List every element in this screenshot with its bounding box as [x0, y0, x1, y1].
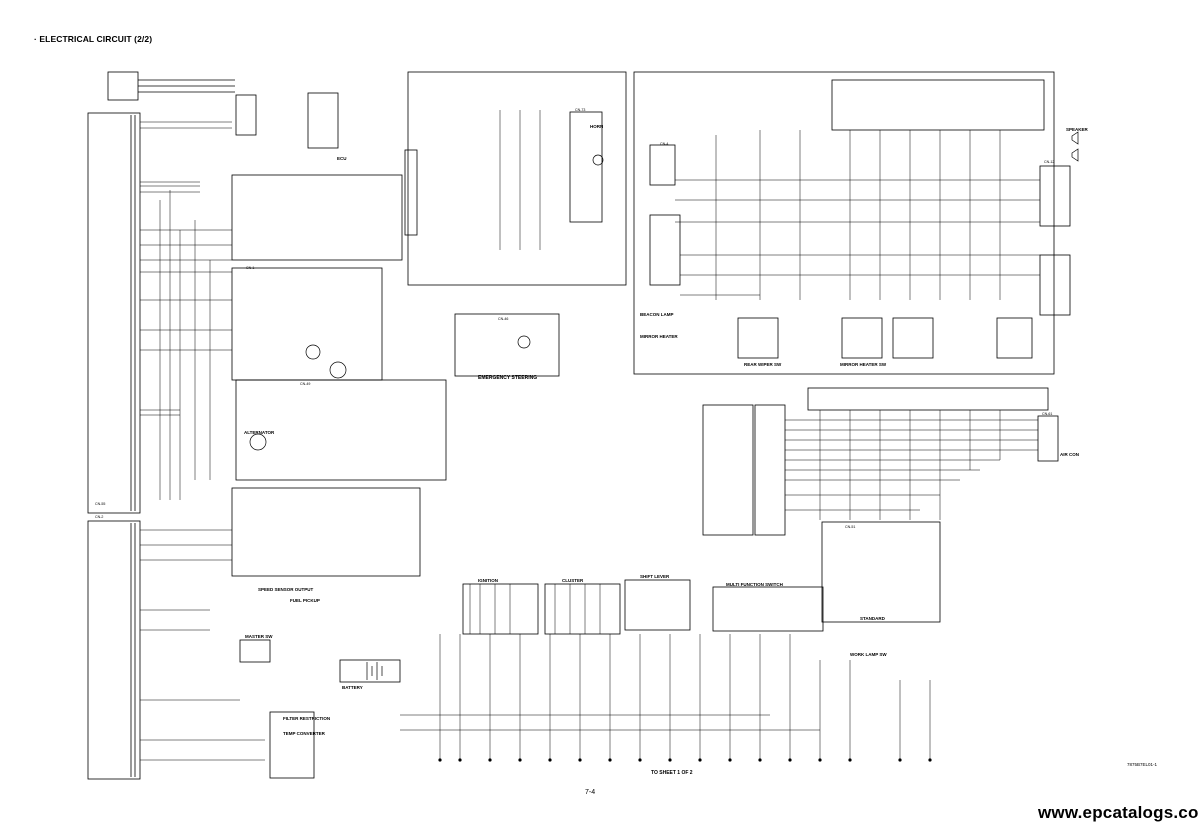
battery-box: [339, 659, 401, 683]
aircon-connector: [1037, 415, 1059, 462]
horn-label: HORN: [590, 124, 604, 129]
air-con-label: AIR CON: [1060, 452, 1079, 457]
beacon-lamp-connector: [649, 144, 676, 186]
drawing-code: 7875B7EL01-1: [1127, 762, 1158, 767]
shift-lever-block: [624, 579, 691, 631]
mirror-heater-label: MIRROR HEATER: [640, 334, 678, 339]
alternator-label: ALTERNATOR: [244, 430, 275, 435]
right-air-con-connector: [1039, 165, 1071, 227]
right-top-panel: [633, 71, 1055, 375]
ecu-connector-block: [87, 112, 141, 514]
mirror-heater-switch: [841, 317, 883, 359]
work-lamp-sw-label: WORK LAMP SW: [850, 652, 887, 657]
standard-box: [821, 521, 941, 623]
sensor-box-mid: [231, 267, 383, 381]
page-number: 7-4: [585, 789, 596, 796]
right-connector-2: [1039, 254, 1071, 316]
mirror-heater-sw-label: MIRROR HEATER SW: [840, 362, 887, 367]
switch-c: [892, 317, 934, 359]
aircon-connector-block-2: [754, 404, 786, 536]
filter-temp-box: [269, 711, 315, 779]
filter-restriction-label: FILTER RESTRICTION: [283, 716, 331, 721]
beacon-lamp-label: BEACON LAMP: [640, 312, 674, 317]
throttle-assembly: [107, 71, 139, 101]
watermark-url[interactable]: www.epcatalogs.com: [1038, 803, 1198, 822]
shift-lever-label: SHIFT LEVER: [640, 574, 670, 579]
connector-label: CN-61: [1042, 412, 1053, 416]
horn-relay-panel: [407, 71, 627, 286]
ecu-top-connector: [235, 94, 257, 136]
horn-connector: [404, 149, 418, 236]
temp-converter-label: TEMP CONVERTER: [283, 731, 325, 736]
speaker-label: SPEAKER: [1066, 127, 1088, 132]
rear-wiper-switch: [737, 317, 779, 359]
alternator-box: [235, 379, 447, 481]
connector-label: CN-49: [300, 382, 311, 386]
cluster-connector: [544, 583, 621, 635]
ecu-connector-block-lower: [87, 520, 141, 780]
connector-label: CN-73: [575, 108, 586, 112]
connector-label: CN-51: [845, 525, 856, 529]
ignition-connector: [462, 583, 539, 635]
page-title: · ELECTRICAL CIRCUIT (2/2): [34, 34, 153, 44]
emergency-steering-panel: [454, 313, 560, 377]
connector-label: CN-1: [246, 266, 255, 270]
speed-sensor-output-label: SPEED SENSOR OUTPUT: [258, 587, 314, 592]
multi-function-switch: [712, 586, 824, 632]
to-sheet-label: TO SHEET 1 OF 2: [651, 770, 693, 776]
lower-relay-box: [231, 487, 421, 577]
multi-function-switch-label: MULTI FUNCTION SWITCH: [726, 582, 783, 587]
standard-label: STANDARD: [860, 616, 885, 621]
cluster-label: CLUSTER: [562, 578, 584, 583]
ecu-right-pins: [307, 92, 339, 149]
aircon-connector-block: [702, 404, 754, 536]
connector-label: CN-46: [498, 317, 509, 321]
master-sw-box: [239, 639, 271, 663]
ignition-label: IGNITION: [478, 578, 498, 583]
fuel-pickup-label: FUEL PICKUP: [290, 598, 320, 603]
aircon-switch-row: [807, 387, 1049, 411]
connector-label: CN-2: [95, 515, 104, 519]
sensor-box-upper: [231, 174, 403, 261]
connector-label: CN-55: [95, 502, 106, 506]
emergency-steering-label: EMERGENCY STEERING: [478, 375, 538, 381]
ecu-label: ECU: [337, 156, 347, 161]
battery-label: BATTERY: [342, 685, 363, 690]
mirror-heater-relays: [649, 214, 681, 286]
rear-wiper-sw-label: REAR WIPER SW: [744, 362, 782, 367]
switch-d: [996, 317, 1033, 359]
connector-label: CN-12: [1044, 160, 1055, 164]
horn-relays: [569, 111, 603, 223]
connector-label: CN-4: [660, 142, 669, 146]
top-switch-row: [831, 79, 1045, 131]
master-sw-label: MASTER SW: [245, 634, 273, 639]
ecu-wire-bundle: [140, 121, 265, 761]
